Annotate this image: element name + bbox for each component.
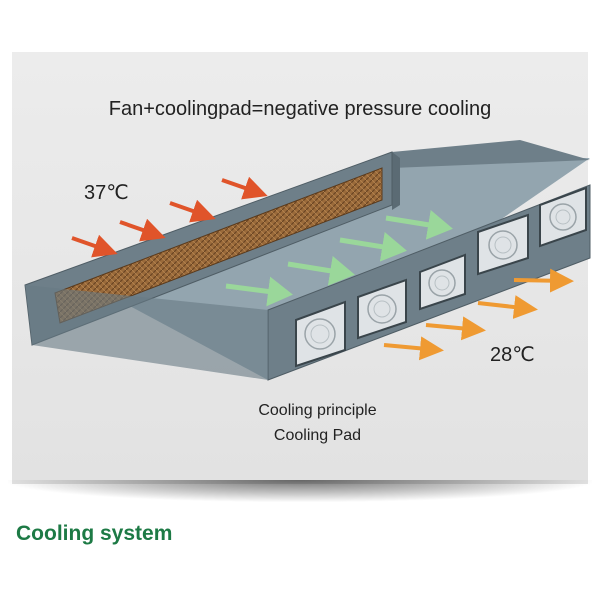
front-end-wall — [25, 285, 268, 380]
airflow-arrow — [385, 210, 453, 240]
outlet-airflow-arrows — [383, 268, 574, 361]
outlet-arrow — [383, 336, 444, 361]
airflow-arrow — [339, 232, 407, 262]
fan-icon — [295, 300, 346, 368]
end-wall — [392, 152, 400, 210]
inlet-arrow — [169, 199, 216, 223]
outlet-temperature: 28℃ — [490, 344, 535, 366]
caption-cooling-pad: Cooling Pad — [273, 427, 362, 444]
outlet-arrow — [477, 295, 538, 319]
fan-icon — [539, 186, 587, 248]
inlet-airflow-arrows — [71, 176, 268, 258]
section-title: Cooling system — [16, 522, 173, 545]
airflow-arrow — [225, 276, 293, 307]
back-wall — [392, 140, 590, 168]
panel-shadow — [8, 480, 592, 502]
inlet-temperature: 37℃ — [84, 182, 129, 204]
outlet-arrow — [513, 268, 574, 293]
fan-icon — [357, 278, 407, 340]
inlet-arrow — [71, 234, 118, 258]
outlet-arrow — [425, 316, 486, 341]
exhaust-fans — [295, 186, 587, 368]
diagram-title: Fan+coolingpad=negative pressure cooling — [108, 98, 492, 120]
caption-cooling-principle: Cooling principle — [258, 402, 377, 419]
fan-icon — [477, 213, 529, 276]
airflow-arrow — [287, 256, 355, 286]
internal-airflow-arrows — [225, 210, 453, 307]
inlet-arrow — [221, 176, 268, 200]
fan-icon — [419, 253, 466, 311]
inlet-arrow — [119, 218, 166, 242]
